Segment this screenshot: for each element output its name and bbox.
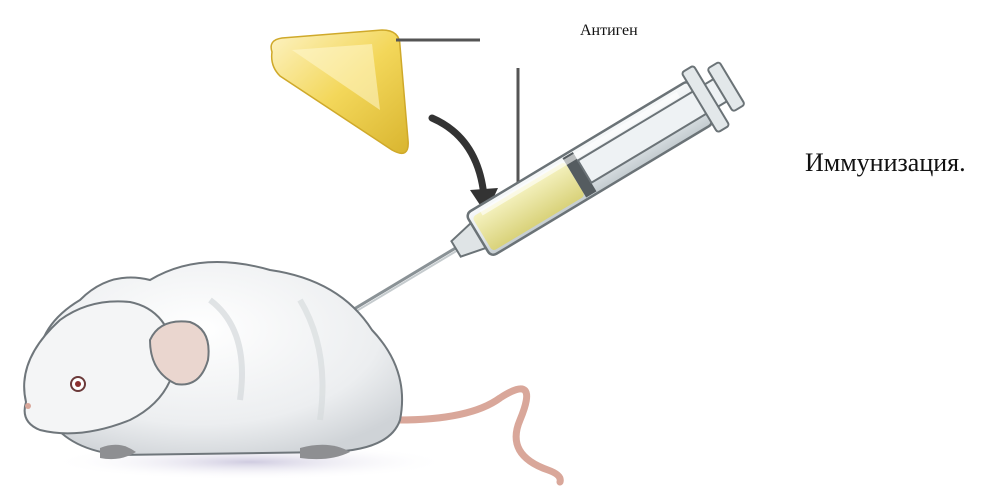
antigen-shape-icon	[271, 30, 408, 153]
antigen-label: Антиген	[580, 22, 638, 40]
figure-caption: Иммунизация.	[805, 148, 966, 178]
mouse-icon	[24, 262, 560, 482]
